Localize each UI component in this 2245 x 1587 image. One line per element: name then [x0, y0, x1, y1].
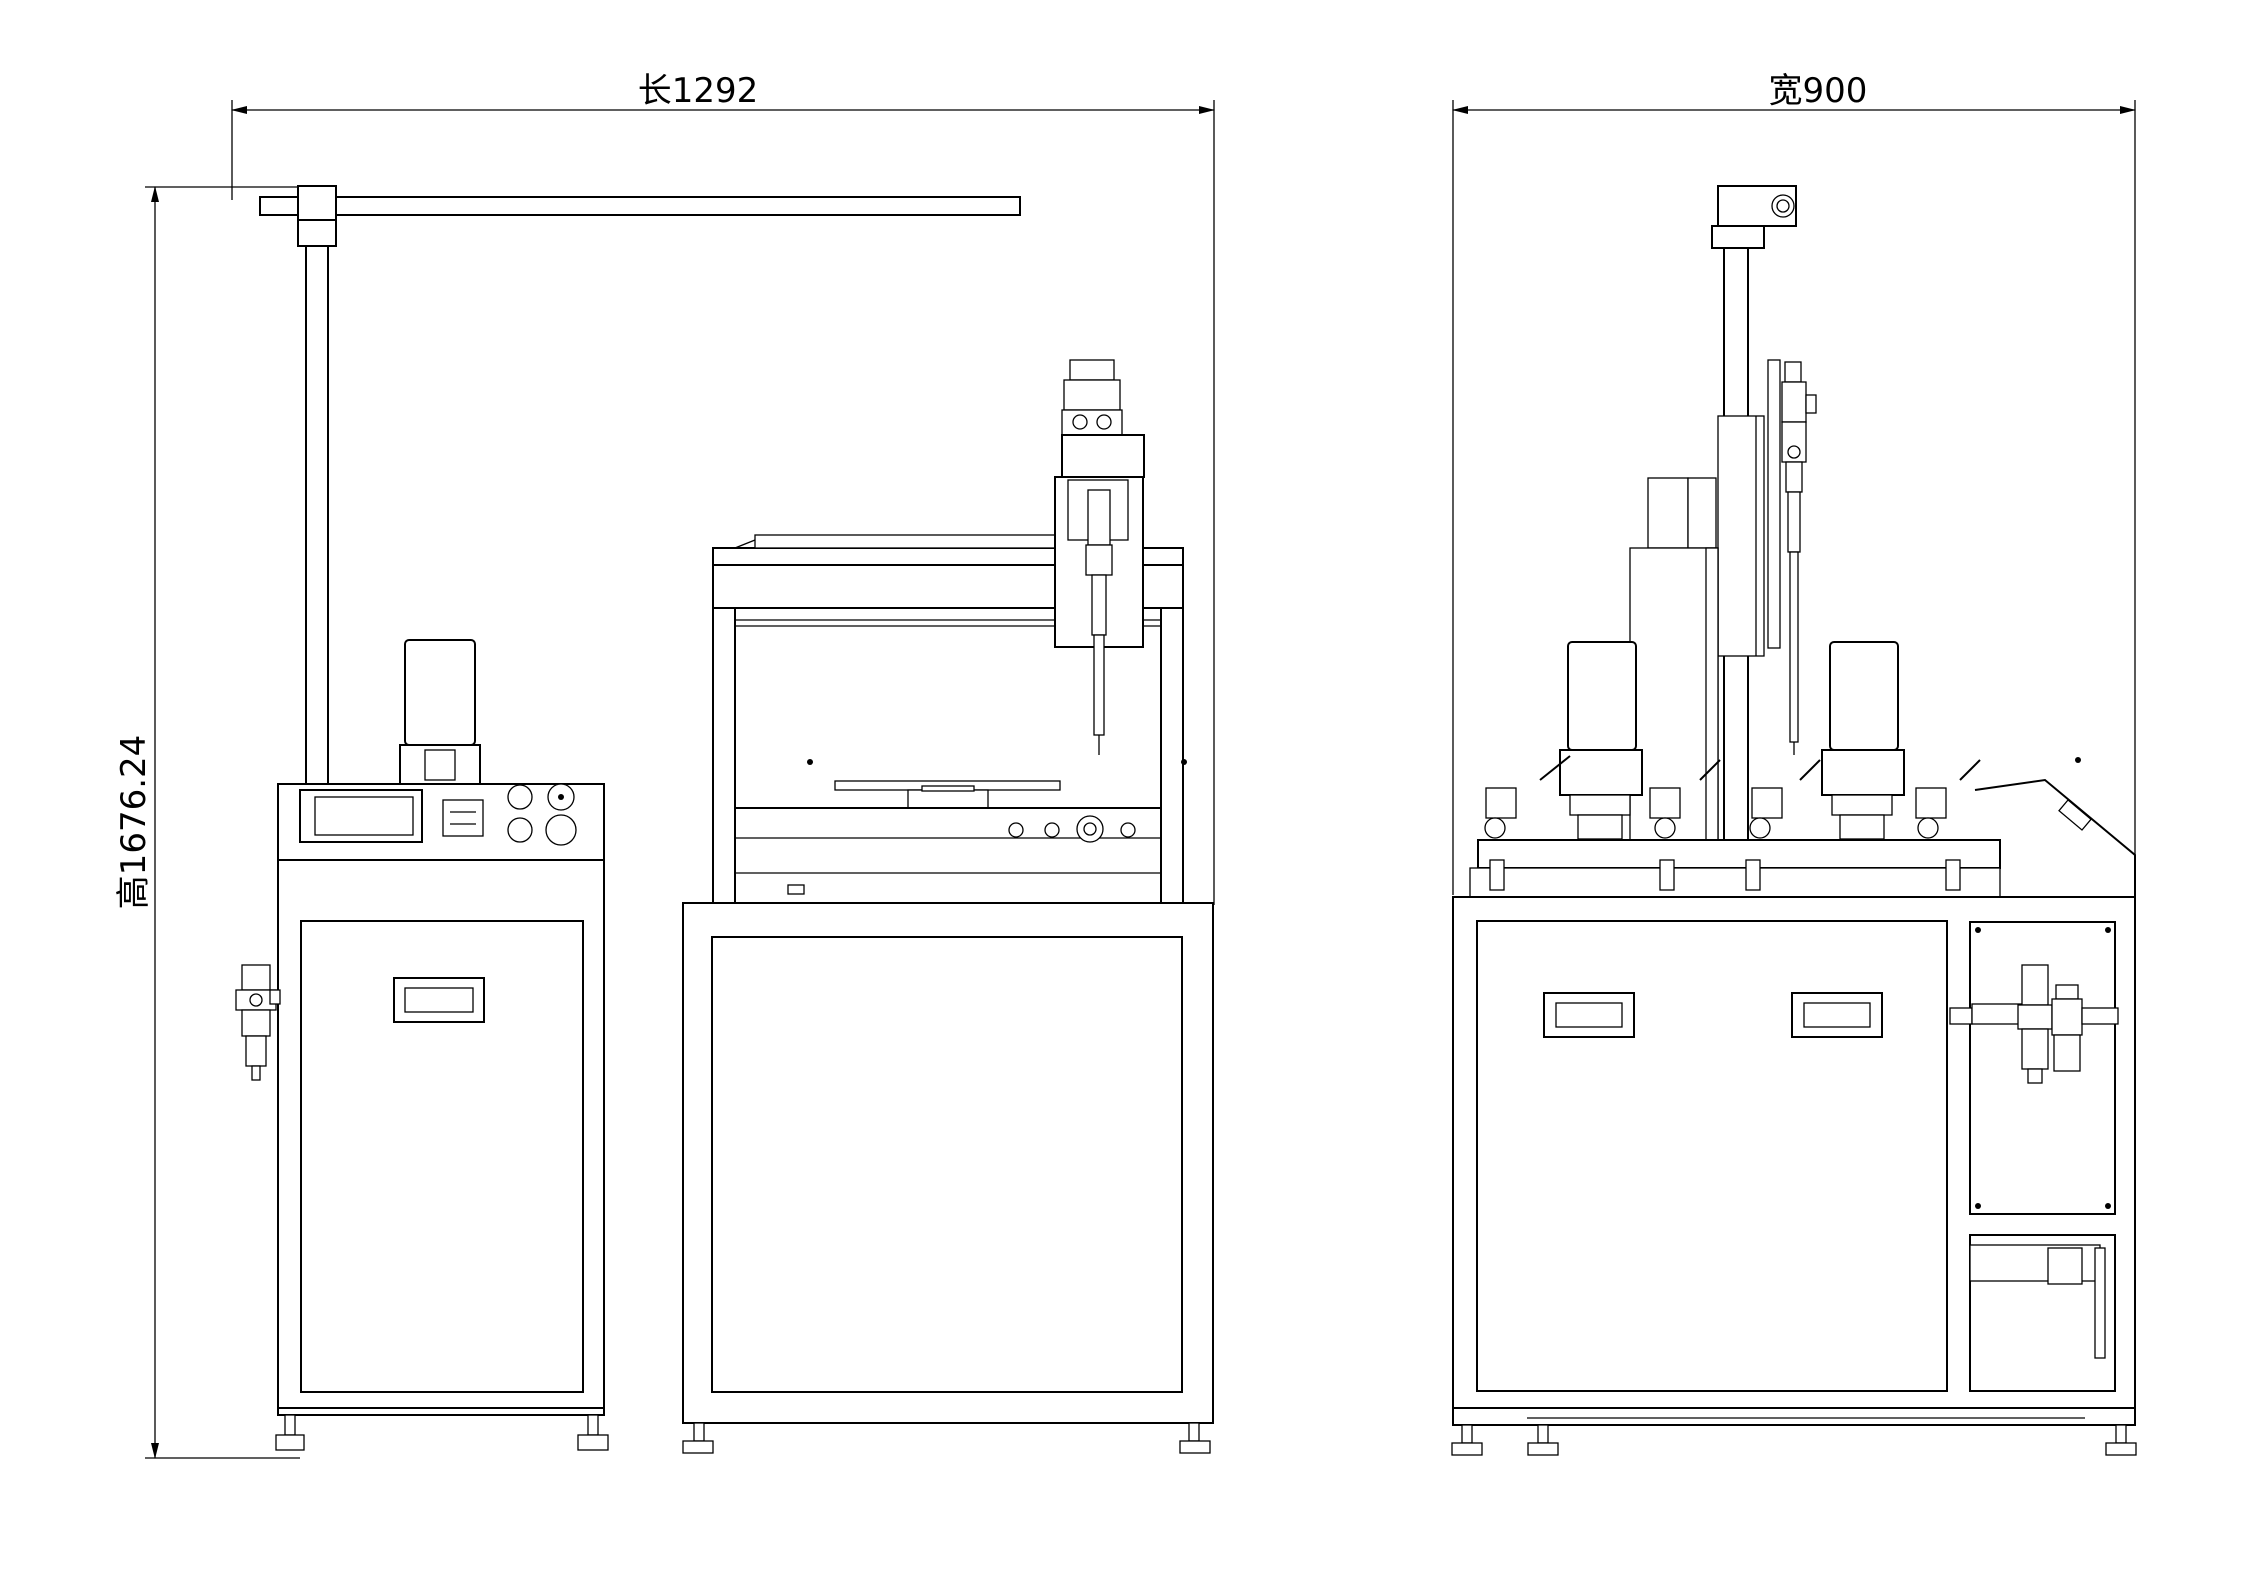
filter-regulator-right	[1949, 964, 2119, 1084]
dispensing-robot-front	[682, 359, 1214, 1454]
robot-left-upright	[712, 607, 736, 904]
robot-button-1	[1008, 822, 1024, 838]
panel-button-4	[545, 814, 577, 846]
panel-button-3	[507, 817, 533, 843]
side-barrel-right	[1829, 641, 1899, 751]
side-dispensing-head	[1781, 361, 1817, 755]
dispensing-needle	[1093, 634, 1105, 736]
filter-regulator-left	[235, 964, 281, 1081]
robot-button-3	[1120, 822, 1136, 838]
height-dimension: 高1676.24	[114, 186, 300, 1459]
boom-clamp	[297, 185, 337, 247]
side-valves	[1484, 755, 1981, 839]
control-cabinet	[235, 185, 1021, 1451]
cabinet-feet	[275, 1414, 609, 1451]
temperature-controller	[442, 799, 484, 837]
side-rail	[1717, 415, 1765, 657]
side-barrel-left	[1567, 641, 1637, 751]
robot-button-2	[1044, 822, 1060, 838]
side-platform	[1477, 839, 2001, 869]
height-label: 高1676.24	[114, 735, 154, 910]
robot-cabinet-door	[711, 936, 1183, 1393]
panel-display	[314, 796, 414, 836]
width-dimension: 宽900	[1452, 71, 2136, 905]
robot-right-upright	[1160, 607, 1184, 904]
side-view	[1451, 185, 2137, 1456]
length-label: 长1292	[638, 71, 759, 111]
side-feet	[1451, 1424, 2137, 1456]
dispensing-head	[1054, 359, 1145, 755]
panel-button-1	[507, 784, 533, 810]
robot-cabinet-feet	[682, 1422, 1211, 1454]
boom-post	[305, 245, 329, 785]
side-arm-head	[1717, 185, 1797, 227]
boom-arm	[259, 196, 1021, 216]
width-label: 宽900	[1769, 71, 1868, 111]
side-cabinet-door	[1476, 920, 1948, 1392]
material-barrel	[404, 639, 476, 746]
length-dimension: 长1292	[231, 71, 1215, 905]
platform-clamps	[1489, 859, 1961, 891]
